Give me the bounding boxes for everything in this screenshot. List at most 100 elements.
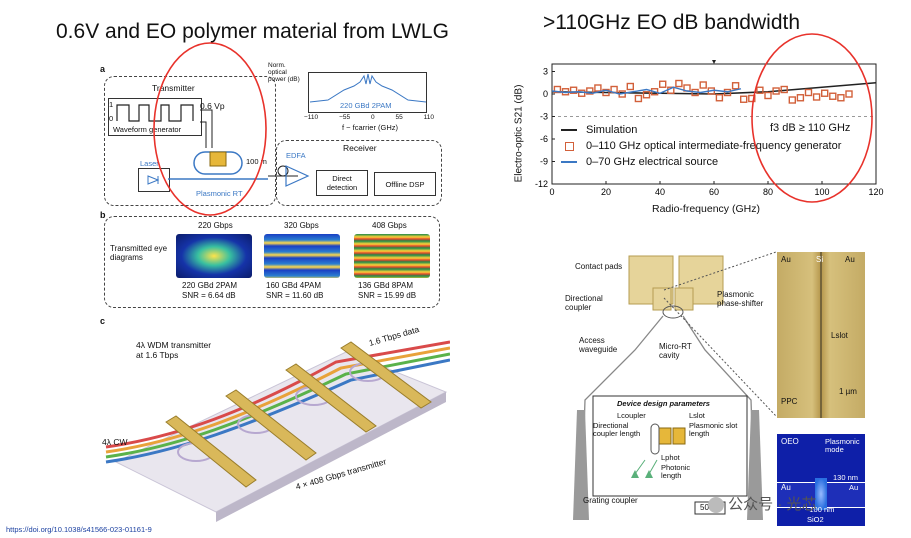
y-tick-label: -12 [535,179,548,189]
offline-dsp-box: Offline DSP [374,172,436,196]
data-point-marker [764,91,772,100]
red-highlight-ellipse-chart [751,33,873,203]
wdm-label: 4λ WDM transmitter at 1.6 Tbps [136,340,212,360]
x-axis-label: Radio-frequency (GHz) [652,203,760,215]
eye-1-snr: SNR = 6.64 dB [182,291,236,300]
y-axis-label-wrap: Electro-optic S21 (dB) [512,68,526,208]
legend-simulation: Simulation [560,122,841,138]
right-slide-title: >110GHz EO dB bandwidth [543,11,801,34]
legend-square-swatch [564,141,574,151]
eye-diagrams-caption: Transmitted eye diagrams [110,244,168,262]
lphot-label: Lphot [661,453,680,462]
chart-legend: Simulation 0–110 GHz optical intermediat… [560,122,841,170]
level-1-label: 1 [109,100,114,109]
micro-au-left: Au [781,255,791,264]
inset-x-tick: −110 [304,114,319,121]
plasmonic-phase-shifter-label: Plasmonic phase-shifter [717,290,764,308]
spectrum-inset-plot [308,72,427,113]
data-point-marker [845,90,853,98]
eye-2-format: 160 GBd 4PAM [266,281,321,290]
eye-3-snr: SNR = 15.99 dB [358,291,417,300]
x-tick-label: 20 [601,187,611,197]
eye-1-format: 220 GBd 2PAM [182,281,237,290]
figure-panel-b: b Transmitted eye diagrams 220 Gbps 220 … [96,208,446,308]
legend-line-swatch [561,161,577,163]
dim-130-label: 130 nm [833,473,859,482]
mode-profile-image: OEO Plasmonic mode Au 130 nm Au ~100 nm … [777,434,865,526]
sem-micrograph: Au Si Au Lslot PPC 1 µm [777,252,865,418]
data-point-marker [602,88,610,97]
micro-rt-label: Micro-RT cavity [659,342,692,360]
lcoupler-label: Lcoupler [617,411,646,420]
device-layout-drawing [573,255,763,521]
waveform-generator-label: Waveform generator [113,125,182,134]
access-waveguide-label: Access waveguide [579,336,618,354]
data-point-marker [658,80,667,88]
data-point-marker [780,85,788,94]
micro-lslot: Lslot [831,331,848,340]
transmitter-label: Transmitter [152,83,195,93]
data-point-marker [739,95,748,103]
bandwidth-annotation: f3 dB ≥ 110 GHz [770,122,851,134]
series-line-2 [551,86,742,95]
y-tick-label: 0 [543,89,548,99]
plasmonic-rt-label: Plasmonic RT [196,189,243,198]
y-tick-label: -6 [540,134,548,144]
panel-c-label: c [100,316,106,326]
wechat-watermark: 公众号 · 光芯 [708,493,817,514]
micro-au-right: Au [845,255,855,264]
mode-au-label: Au [781,483,791,492]
eye-3-rate: 408 Gbps [372,221,407,230]
data-point-marker [626,82,635,91]
data-point-marker [731,82,740,90]
data-point-marker [829,92,837,100]
legend-line-swatch [561,129,577,131]
data-point-marker [821,89,829,97]
legend-label: 0–110 GHz optical intermediate-frequency… [586,140,842,152]
lslot-label: Lslot [689,411,705,420]
data-point-marker [577,89,586,97]
data-point-marker [796,94,805,102]
legend-optical-if: 0–110 GHz optical intermediate-frequency… [560,138,841,154]
data-point-marker [756,86,764,94]
receiver-label: Receiver [343,143,377,153]
data-point-marker [715,94,724,102]
eye-diagrams-region [104,216,440,308]
data-point-marker [699,81,707,89]
eye-1-rate: 220 Gbps [198,221,233,230]
data-point-marker [837,94,845,102]
eye-2-snr: SNR = 11.60 dB [266,291,324,300]
mode-au-right-label: Au [849,483,859,492]
data-point-marker [642,91,651,99]
grating-coupler-label: Grating coupler [583,496,638,505]
inset-x-ticks: −110 −55 0 55 110 [304,114,434,122]
data-point-marker [634,94,643,103]
panel-a-label: a [100,64,106,74]
x-tick-label: 40 [655,187,665,197]
eye-3-format: 136 GBd 8PAM [358,281,413,290]
data-point-marker [723,88,732,97]
data-point-marker [772,87,780,95]
figure-panel-a: a Transmitter 1 0 Waveform generator 0.6… [96,60,446,208]
legend-label: 0–70 GHz electrical source [586,156,719,168]
data-point-marker [594,84,602,92]
eye-diagram-408 [354,234,430,278]
y-axis-label: Electro-optic S21 (dB) [513,84,525,183]
inset-series-label: 220 GBd 2PAM [340,101,392,110]
eye-diagram-320 [264,234,340,278]
figure-panel-c: c 4λ WDM transmitter at 1.6 Tbps 1.6 Tbp… [96,312,450,524]
red-highlight-ellipse [153,42,267,216]
doi-link[interactable]: https://doi.org/10.1038/s41566-023-01161… [6,525,152,534]
left-slide-title: 0.6V and EO polymer material from LWLG [56,20,449,43]
watermark-text: 公众号 · 光芯 [728,496,817,513]
plasmonic-slot-length-label: Plasmonic slot length [689,421,738,438]
micro-ppc: PPC [781,397,798,406]
level-0-label: 0 [109,114,114,123]
micro-scale-1um: 1 µm [839,387,857,396]
fiber-spool-icon [268,165,298,177]
data-point-marker [675,79,683,88]
direct-detection-box: Direct detection [316,170,368,196]
plasmonic-rt-device [168,151,268,180]
